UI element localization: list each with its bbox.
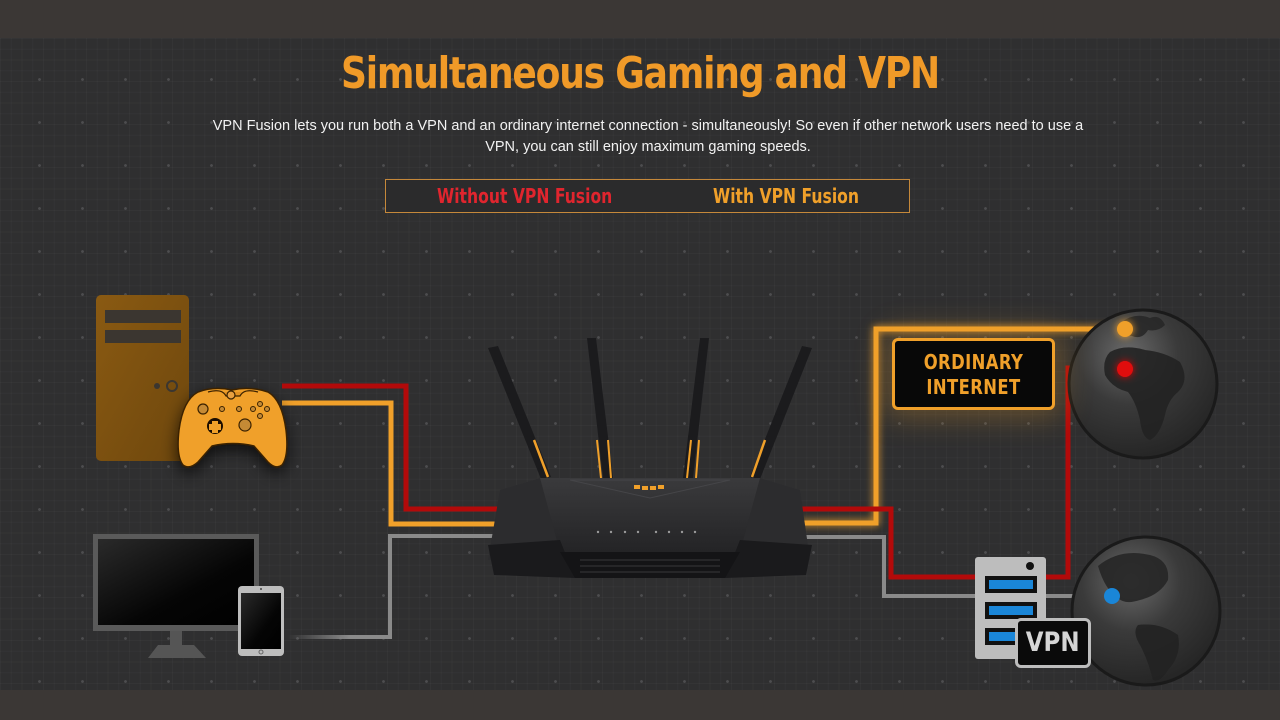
router-antennas [488,338,812,479]
router-icon [488,338,812,578]
gamepad-icon [177,387,288,468]
ordinary-internet-label: ORDINARY INTERNET [892,338,1055,410]
ordinary-internet-label-line2: INTERNET [926,375,1021,399]
left-connections [282,383,500,639]
page-title: Simultaneous Gaming and VPN [340,48,940,99]
globe-icon-ordinary-internet [1067,308,1219,460]
ordinary-internet-endpoint-dot [1117,321,1133,337]
device-cable-left [288,534,495,639]
vpn-endpoint-dot [1104,588,1120,604]
monitor-icon [93,534,259,658]
router-status-leds [596,530,697,534]
gaming-cable-right [800,326,1125,526]
vpn-fusion-tab-bar: Without VPN Fusion With VPN Fusion [385,179,910,213]
vpn-red-endpoint-dot [1117,361,1133,377]
tab-with-vpn-fusion[interactable]: With VPN Fusion [713,184,859,208]
device-cable-right [800,535,1112,598]
globe-icon-vpn [1070,535,1222,687]
vpn-badge: VPN [1015,618,1091,668]
vpn-badge-label: VPN [1026,627,1080,658]
desktop-tower-icon [96,295,189,461]
gaming-cable-left [282,400,500,527]
vpn-cable-left [282,383,500,512]
ordinary-internet-label-line1: ORDINARY [923,350,1024,374]
page-description: VPN Fusion lets you run both a VPN and a… [212,118,1084,155]
tablet-icon [238,586,284,656]
tab-without-vpn-fusion[interactable]: Without VPN Fusion [437,184,613,208]
